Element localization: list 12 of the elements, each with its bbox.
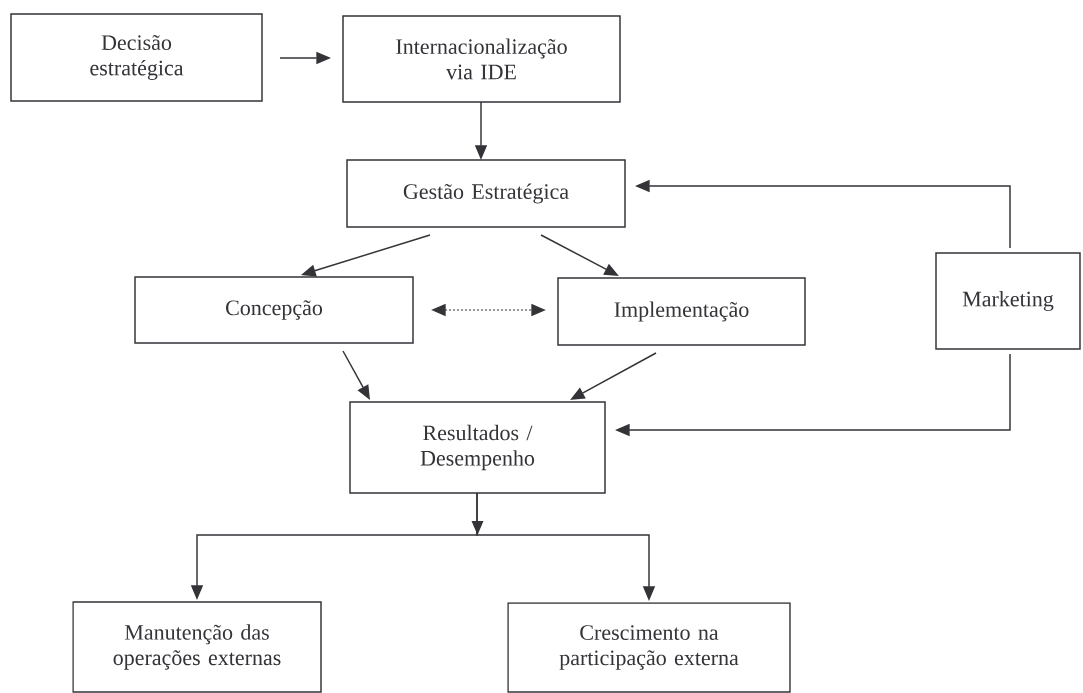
process-box: Resultados / Desempenho <box>349 401 606 494</box>
process-box: Marketing <box>935 252 1081 350</box>
arrow <box>540 234 619 276</box>
process-box: Gestão Estratégica <box>346 159 626 228</box>
process-box: Manutenção das operações externas <box>72 601 322 693</box>
arrow <box>342 350 370 400</box>
process-box: Crescimento na participação externa <box>507 602 791 693</box>
process-box: Concepção <box>134 276 414 344</box>
process-box: Implementação <box>557 277 806 346</box>
process-box: Internacionalização via IDE <box>342 15 621 103</box>
arrow <box>570 352 657 400</box>
process-box: Decisão estratégica <box>10 13 263 102</box>
